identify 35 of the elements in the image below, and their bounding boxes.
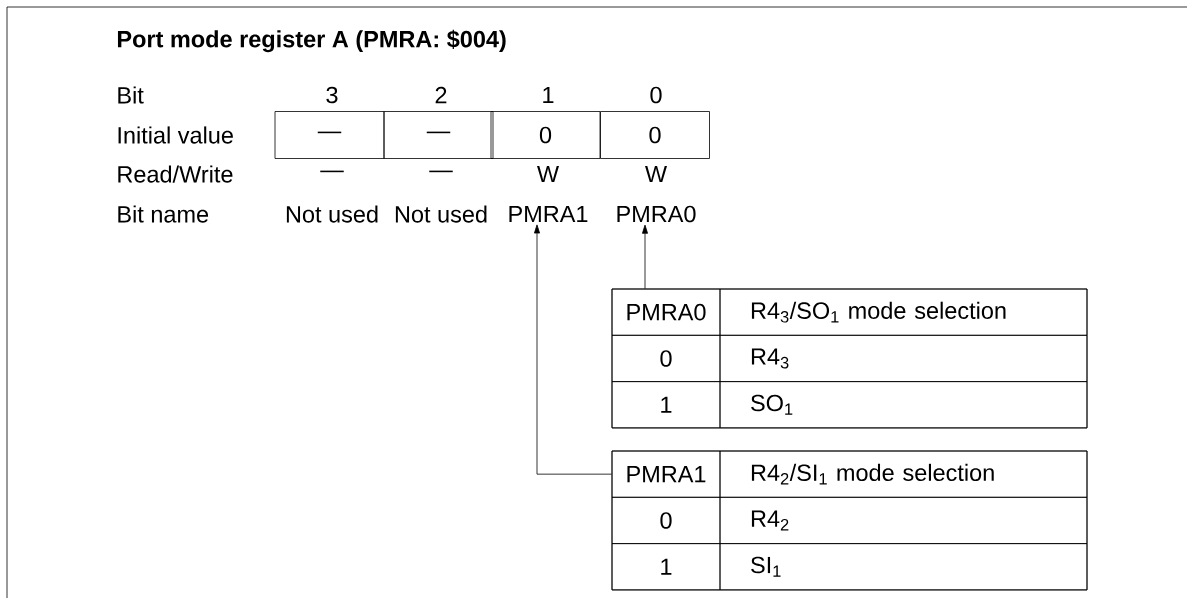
register-cell: —: [274, 111, 385, 159]
arrow: [534, 224, 612, 475]
row-label: Read/Write: [118, 165, 233, 183]
bit-label: 3: [326, 86, 338, 104]
register-cell: 0: [600, 111, 710, 159]
bit-label: —: [429, 170, 453, 173]
arrow: [642, 224, 648, 289]
register-cell: —: [383, 111, 494, 159]
table-cell: R4$_{2}$/SI$_{1}$ mode selection: [719, 450, 1088, 498]
bit-label: —: [320, 170, 344, 173]
table-cell: PMRA1: [611, 450, 721, 498]
row-label: Bit name: [118, 205, 209, 223]
register-cell: 0: [490, 111, 601, 159]
bit-label: 2: [435, 86, 447, 104]
row-label: Bit: [118, 86, 144, 104]
table-cell: 1: [611, 543, 721, 591]
table-cell: R4$_{3}$: [719, 334, 1088, 382]
table-cell: 1: [611, 381, 721, 429]
table-cell: PMRA0: [611, 288, 721, 336]
bit-label: 0: [650, 86, 662, 104]
table-cell: R4$_{2}$: [719, 496, 1088, 544]
table-cell: 0: [611, 334, 721, 382]
bit-label: W: [537, 165, 559, 183]
bit-label: W: [645, 165, 667, 183]
bit-label: Not used: [286, 205, 378, 223]
table-cell: 0: [611, 496, 721, 544]
table-cell: R4$_{3}$/SO$_{1}$ mode selection: [719, 288, 1088, 336]
row-label: Initial value: [118, 126, 233, 144]
table-cell: SO$_{1}$: [719, 381, 1088, 429]
table-cell: SI$_{1}$: [719, 543, 1088, 591]
bit-name: PMRA0: [617, 205, 696, 223]
bit-name: PMRA1: [509, 205, 588, 223]
bit-label: 1: [543, 86, 554, 104]
title: Port mode register A (PMRA: $004): [117, 29, 506, 53]
bit-label: Not used: [395, 205, 487, 223]
